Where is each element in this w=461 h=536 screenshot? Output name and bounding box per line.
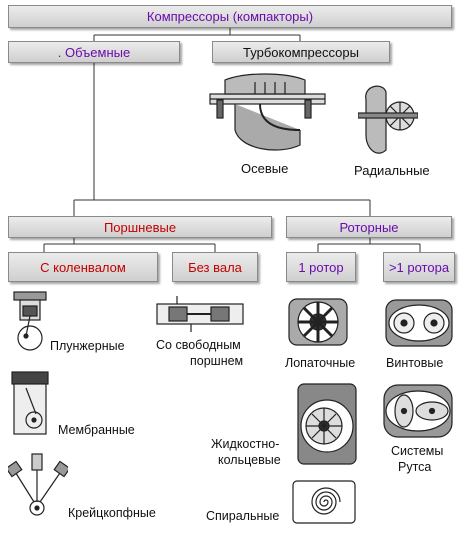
radial-label: Радиальные bbox=[354, 163, 430, 178]
membrane-compressor-image bbox=[11, 371, 49, 435]
vane-compressor-image bbox=[288, 298, 348, 346]
scroll-label: Спиральные bbox=[206, 509, 280, 523]
roots-label-line1: Системы bbox=[391, 444, 444, 458]
axial-label: Осевые bbox=[241, 161, 289, 176]
axial-compressor-image bbox=[209, 73, 326, 151]
roots-label-line2: Рутса bbox=[398, 460, 432, 474]
roots-compressor-image bbox=[383, 384, 453, 438]
scroll-compressor-image bbox=[292, 480, 356, 524]
one-rotor-node: 1 ротор bbox=[286, 252, 356, 282]
turbo-node: Турбокомпрессоры bbox=[212, 41, 390, 63]
membrane-label: Мембранные bbox=[58, 423, 135, 437]
crosshead-label: Крейцкопфные bbox=[68, 506, 156, 520]
multi-rotor-node: >1 ротора bbox=[383, 252, 455, 282]
rotary-node: Роторные bbox=[286, 216, 452, 238]
liquid-ring-label-line2: кольцевые bbox=[218, 453, 281, 467]
free-piston-label-line2: поршнем bbox=[190, 354, 244, 368]
vane-label: Лопаточные bbox=[285, 356, 356, 370]
free-piston-label-line1: Со свободным bbox=[156, 338, 241, 352]
radial-compressor-image bbox=[358, 85, 418, 154]
crankshaft-node: С коленвалом bbox=[8, 252, 158, 282]
piston-node: Поршневые bbox=[8, 216, 272, 238]
plunger-label: Плунжерные bbox=[50, 339, 125, 353]
plunger-compressor-image bbox=[13, 291, 47, 351]
liquid-ring-compressor-image bbox=[297, 383, 357, 465]
root-node: Компрессоры (компакторы) bbox=[8, 5, 452, 28]
shaftless-node: Без вала bbox=[172, 252, 258, 282]
screw-compressor-image bbox=[385, 299, 453, 347]
screw-label: Винтовые bbox=[386, 356, 444, 370]
free-piston-compressor-image bbox=[156, 296, 244, 332]
volumetric-node: . Объемные bbox=[8, 41, 180, 63]
crosshead-compressor-image bbox=[8, 453, 68, 516]
liquid-ring-label-line1: Жидкостно- bbox=[211, 437, 280, 451]
